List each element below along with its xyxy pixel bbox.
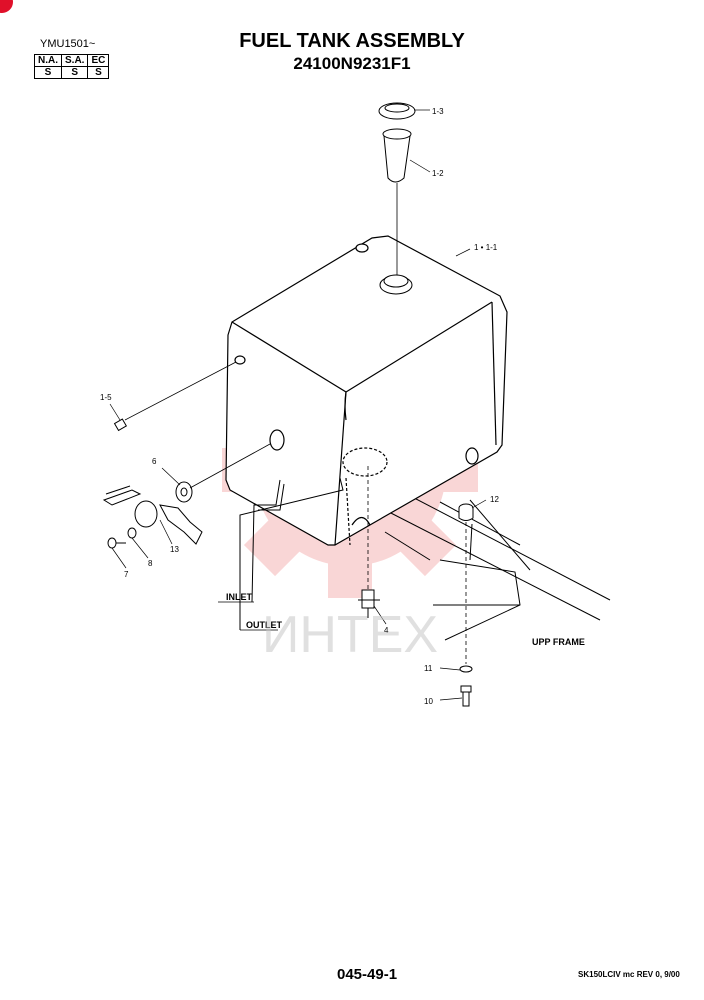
outlet-label: OUTLET (246, 620, 282, 630)
callout-1-3: 1-3 (432, 107, 444, 116)
callout-6: 6 (152, 457, 157, 466)
callout-1-5: 1-5 (100, 393, 112, 402)
drain-cock-icon (358, 589, 380, 618)
page-title: FUEL TANK ASSEMBLY (239, 30, 465, 52)
drain-plug-icon (113, 418, 128, 432)
upper-frame (384, 487, 611, 641)
model-range: YMU1501~ (40, 38, 96, 50)
corner-badge-icon (0, 0, 13, 13)
inlet-label: INLET (226, 592, 253, 602)
screw-icon (107, 537, 126, 549)
filler-neck (379, 274, 413, 295)
market-value-ec: S (87, 66, 110, 79)
lock-washer-icon (127, 527, 137, 539)
inlet-outlet-pipes (239, 477, 344, 630)
rubber-mount-icon (458, 503, 474, 521)
watermark-text: ИНТЕХ (262, 606, 438, 664)
assembly-part-number: 24100N9231F1 (293, 54, 411, 73)
upp-frame-label: UPP FRAME (532, 637, 585, 647)
revision-text: SK150LCIV mc REV 0, 9/00 (578, 970, 680, 979)
filler-cap-icon (378, 102, 416, 120)
callout-1-1: 1 • 1-1 (474, 243, 498, 252)
callout-7: 7 (124, 570, 129, 579)
callout-13: 13 (170, 545, 179, 554)
fuel-sender-unit-icon (102, 485, 203, 545)
gasket-washer-icon (175, 481, 193, 503)
page-number: 045-49-1 (337, 966, 398, 983)
flat-washer-icon (459, 665, 473, 673)
market-table: N.A. S.A. EC S S S (34, 54, 110, 79)
callout-12: 12 (490, 495, 499, 504)
callout-4: 4 (384, 626, 389, 635)
callout-10: 10 (424, 697, 433, 706)
fuel-tank (225, 235, 508, 546)
callout-8: 8 (148, 559, 153, 568)
filler-tube-icon (382, 128, 412, 183)
callout-1-2: 1-2 (432, 169, 444, 178)
mount-bolt-icon (460, 685, 472, 707)
callout-11: 11 (424, 664, 433, 673)
market-value-sa: S (60, 66, 89, 79)
